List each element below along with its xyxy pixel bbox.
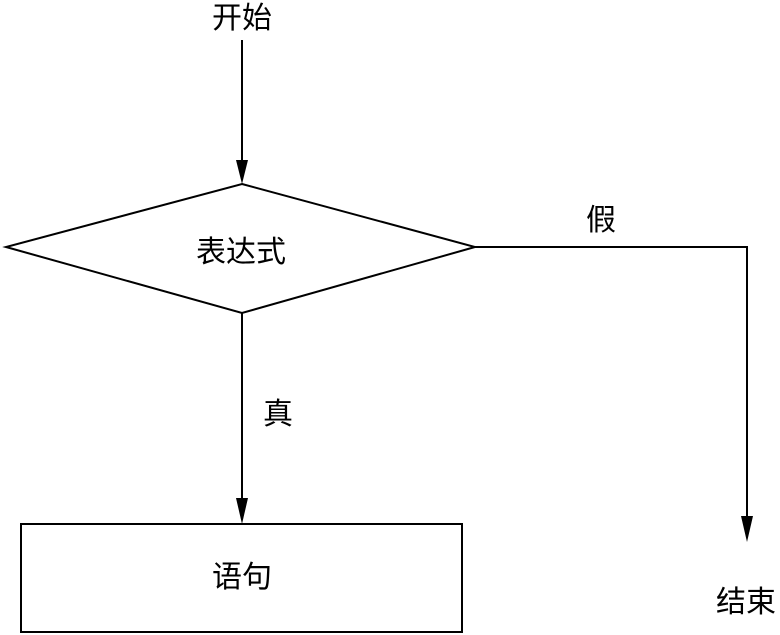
end-label: 结束 [716, 585, 776, 620]
false-branch-connector [475, 246, 748, 518]
statement-box [20, 523, 463, 633]
true-branch-label: 真 [263, 397, 293, 432]
start-label: 开始 [212, 1, 272, 36]
start-to-condition-arrowhead [236, 160, 248, 184]
true-branch-arrowhead [236, 498, 248, 524]
statement-label: 语句 [212, 560, 272, 595]
false-branch-arrowhead [741, 516, 753, 542]
false-branch-label: 假 [586, 203, 616, 238]
condition-label: 表达式 [196, 235, 286, 270]
